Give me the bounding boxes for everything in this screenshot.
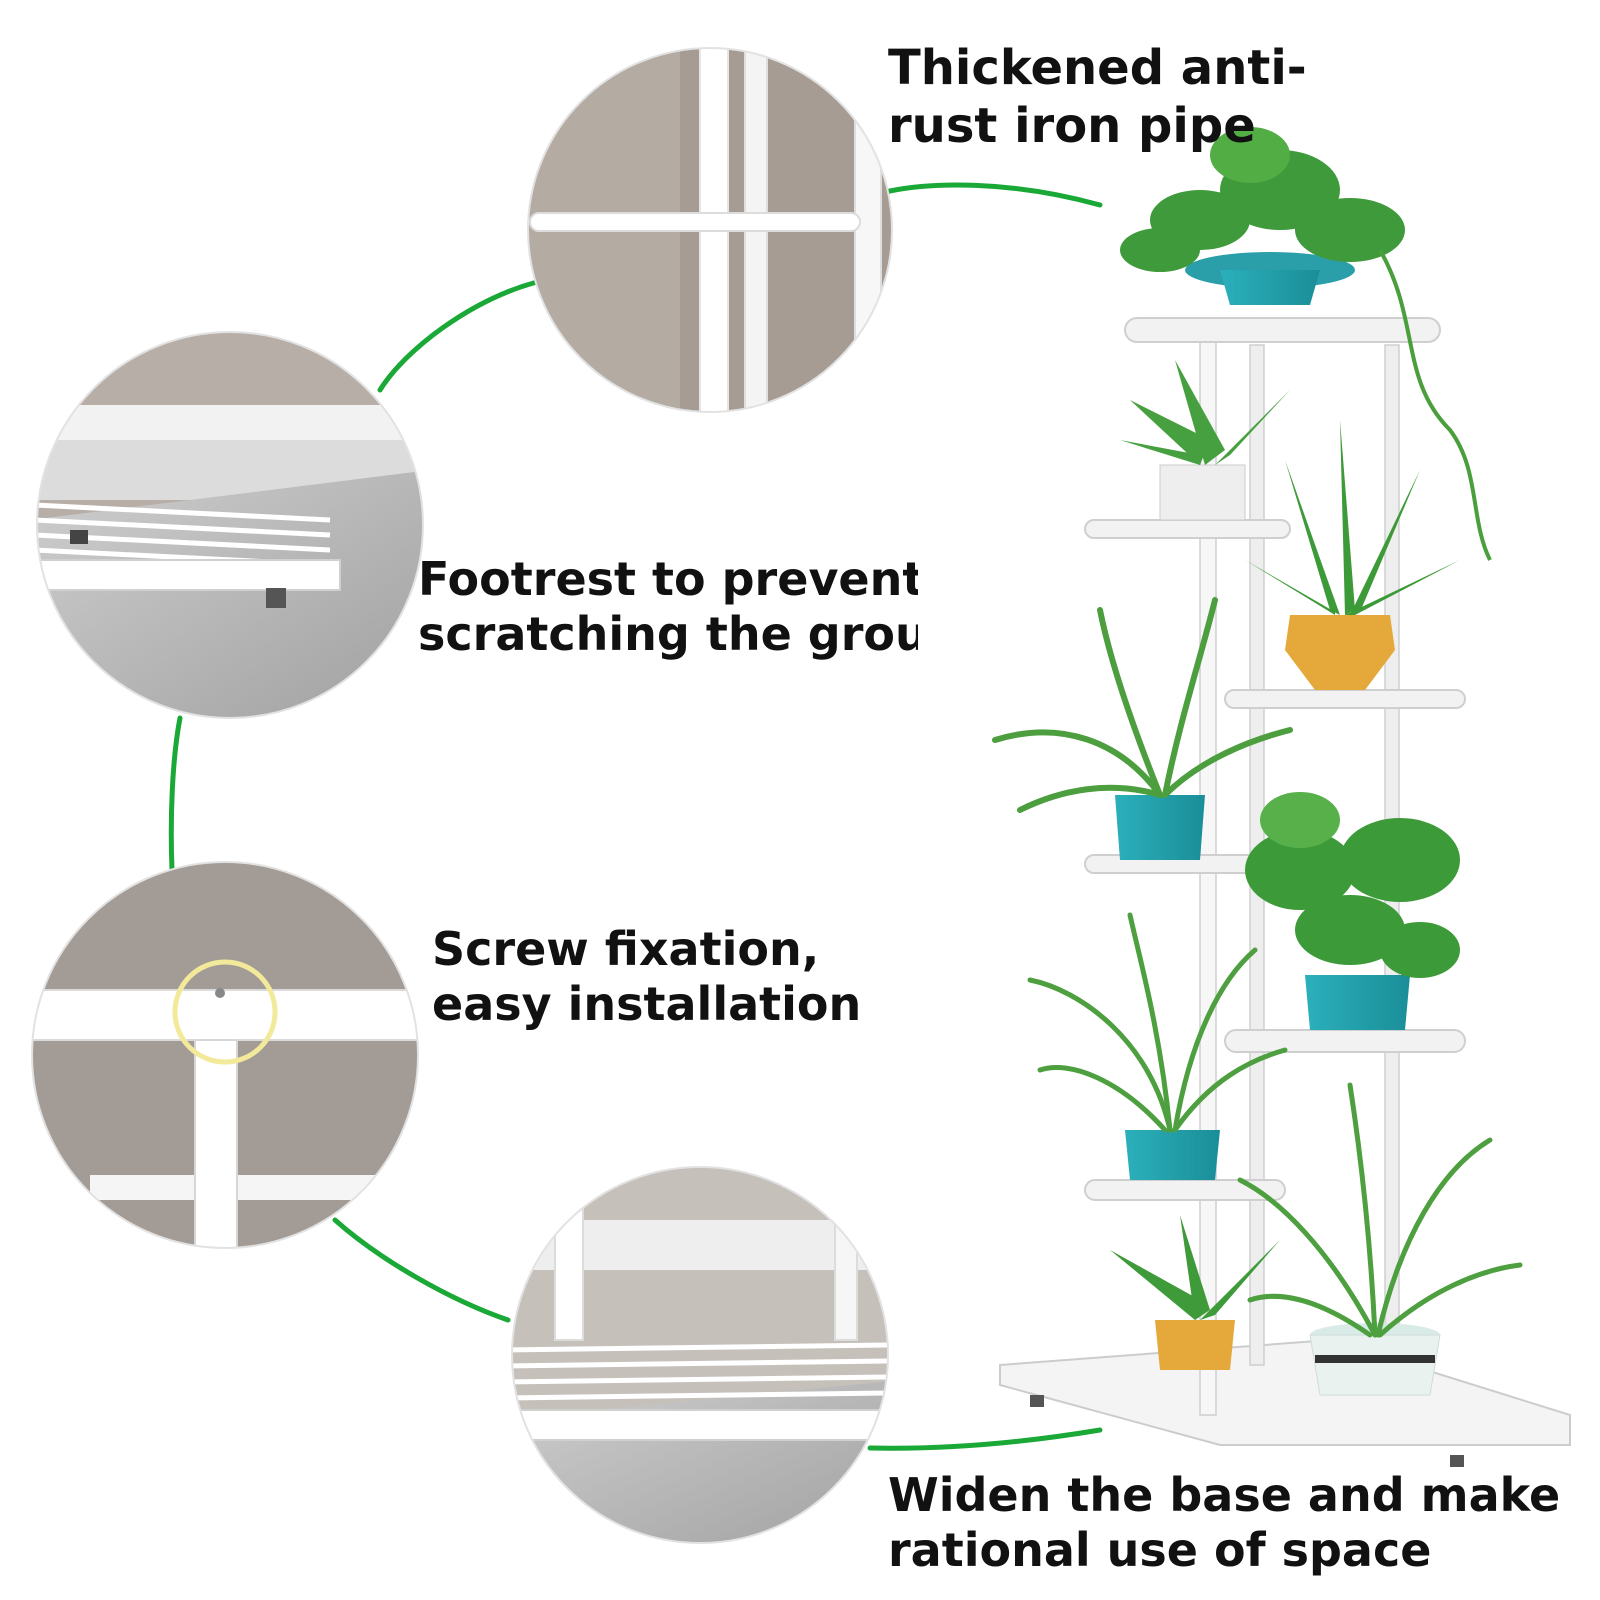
caption-base-line2: rational use of space: [888, 1523, 1432, 1578]
connector-curve: [168, 182, 1103, 1451]
detail-circle-footrest: [36, 331, 424, 719]
plant-fern: [992, 597, 1293, 860]
caption-base-line1: Widen the base and make: [888, 1468, 1561, 1522]
caption-screw-line1: Screw fixation,: [432, 922, 820, 976]
plant-bottom-left: [1110, 1215, 1280, 1370]
caption-footrest-line2: scratching the grour: [418, 607, 918, 662]
plant-bamboo: [1027, 912, 1288, 1180]
plant-palm: [1237, 1082, 1523, 1396]
plant-shelf-2-right: [1245, 420, 1460, 690]
plant-shelf-2-left: [1120, 360, 1290, 521]
caption-screw-line2: easy installation: [432, 977, 862, 1032]
stand-base: [999, 1338, 1571, 1446]
detail-circle-base: [511, 1166, 889, 1544]
plant-monstera: [1245, 792, 1460, 1030]
caption-pipe: Thickened anti- rust iron pipe: [888, 40, 1307, 155]
caption-pipe-line1: Thickened anti-: [888, 40, 1307, 96]
stand-shelves: [1084, 317, 1466, 1201]
detail-circle-screw: [31, 861, 419, 1249]
caption-base: Widen the base and make rational use of …: [888, 1468, 1560, 1578]
caption-footrest: Footrest to prevent scratching the grour: [418, 552, 918, 662]
caption-pipe-line2: rust iron pipe: [888, 97, 1256, 154]
detail-circle-pipe: [527, 47, 893, 413]
caption-screw: Screw fixation, easy installation: [432, 922, 861, 1032]
plant-top: [1120, 127, 1492, 561]
caption-footrest-line1: Footrest to prevent: [418, 552, 918, 606]
plant-stand: [992, 127, 1571, 1467]
